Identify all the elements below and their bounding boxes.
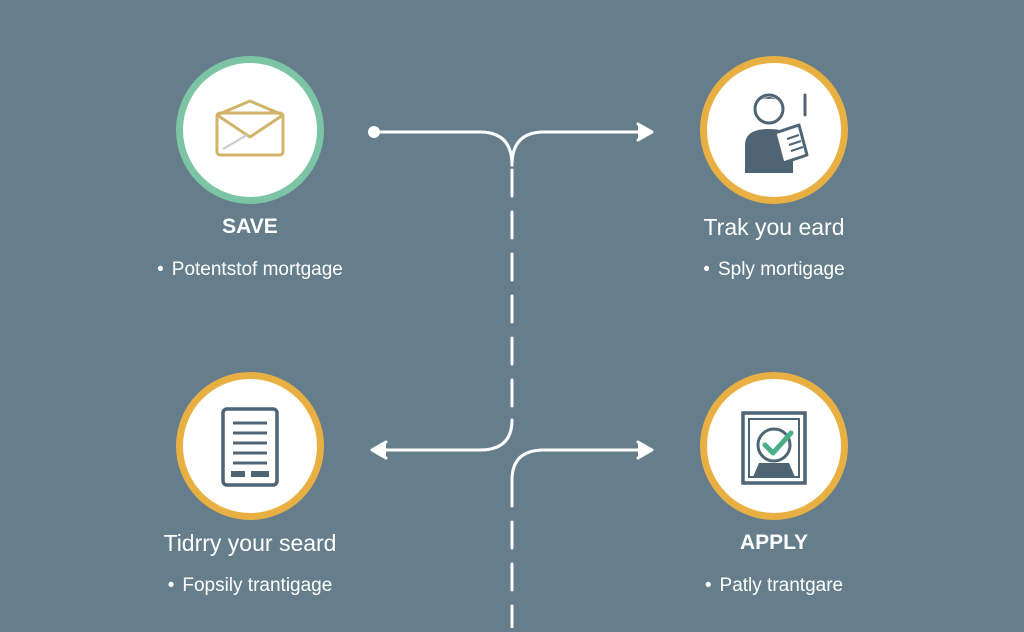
bullet-dot: • — [703, 259, 710, 280]
step-apply: APPLY • Patly trantgare — [624, 372, 924, 632]
bullet-dot: • — [157, 259, 164, 280]
bottom-branch-line-right — [510, 448, 642, 482]
step-bullet: • Patly trantgare — [624, 573, 924, 599]
step-bullet-text: Potentstof mortgage — [171, 259, 343, 280]
step-bullet-text: Patly trantgare — [719, 575, 844, 596]
step-tidy: Tidrry your seard • Fopsily trantigage — [100, 372, 400, 632]
bottom-branch-line-left — [382, 418, 514, 452]
envelope-icon — [215, 99, 285, 157]
step-icon-circle — [176, 372, 324, 520]
checkmark-certificate-icon — [741, 411, 807, 485]
bullet-dot: • — [704, 575, 712, 596]
document-icon — [221, 407, 279, 487]
bottom-right-arrow-head — [636, 440, 654, 460]
step-bullet-text: Fopsily trantigage — [182, 575, 333, 596]
step-icon-circle — [176, 56, 324, 204]
person-document-icon — [745, 93, 809, 173]
start-dot — [368, 126, 380, 138]
step-bullet-text: Sply mortigage — [717, 259, 845, 280]
bullet-dot: • — [167, 575, 175, 596]
step-track: Trak you eard • Sply mortigage — [624, 56, 924, 316]
step-icon-circle — [700, 56, 848, 204]
top-branch-line-right — [510, 130, 642, 167]
bottom-left-arrow-head — [370, 440, 388, 460]
step-bullet: • Sply mortigage — [624, 257, 924, 283]
step-bullet: • Fopsily trantigage — [100, 573, 400, 599]
top-arrow-head — [636, 122, 654, 142]
step-icon-circle — [700, 372, 848, 520]
step-title: APPLY — [739, 531, 809, 554]
step-title: Trak you eard — [703, 214, 845, 240]
step-save: SAVE • Potentstof mortgage — [100, 56, 400, 316]
step-bullet: • Potentstof mortgage — [100, 257, 400, 283]
step-title: Tidrry your seard — [163, 530, 337, 556]
step-title: SAVE — [222, 215, 278, 238]
